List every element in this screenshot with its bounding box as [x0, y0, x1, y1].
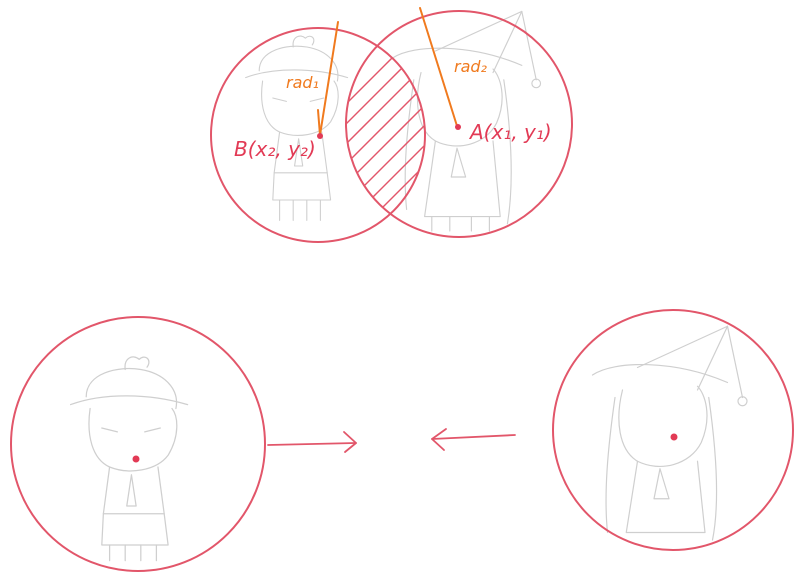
hatch-line [346, 39, 425, 161]
circle-left [10, 316, 266, 572]
character-b-sketch-top [245, 35, 349, 221]
center-point-left [132, 455, 140, 463]
radius-line-1 [319, 21, 339, 136]
center-point-b [317, 133, 323, 139]
circle-a [345, 10, 573, 238]
radius-line-1-tip [317, 109, 321, 136]
point-a-label: A(x₁, y₁) [468, 120, 552, 144]
hatch-line [346, 28, 425, 121]
circle-b [210, 27, 426, 243]
hatch-line [346, 28, 425, 141]
separate-group [10, 309, 794, 572]
hatch-line [346, 179, 425, 237]
character-b-sketch-bottom [69, 356, 189, 562]
center-point-a [455, 124, 461, 130]
center-point-right [670, 433, 678, 441]
hatch-lines [346, 28, 425, 237]
circle-right [552, 309, 794, 551]
hatch-line [346, 99, 425, 221]
overlap-group: rad₁ rad₂ B(x₂, y₂) A(x₁, y₁) [210, 7, 573, 243]
radius-line-2 [419, 7, 458, 127]
point-b-label: B(x₂, y₂) [234, 137, 316, 161]
radius-1-label: rad₁ [286, 73, 319, 92]
arrow-right [267, 431, 357, 453]
hatch-line [346, 139, 425, 237]
arrow-left [431, 428, 516, 451]
character-a-sketch-bottom [591, 325, 748, 541]
radius-2-label: rad₂ [454, 57, 488, 76]
intersection-hatch [346, 28, 425, 237]
